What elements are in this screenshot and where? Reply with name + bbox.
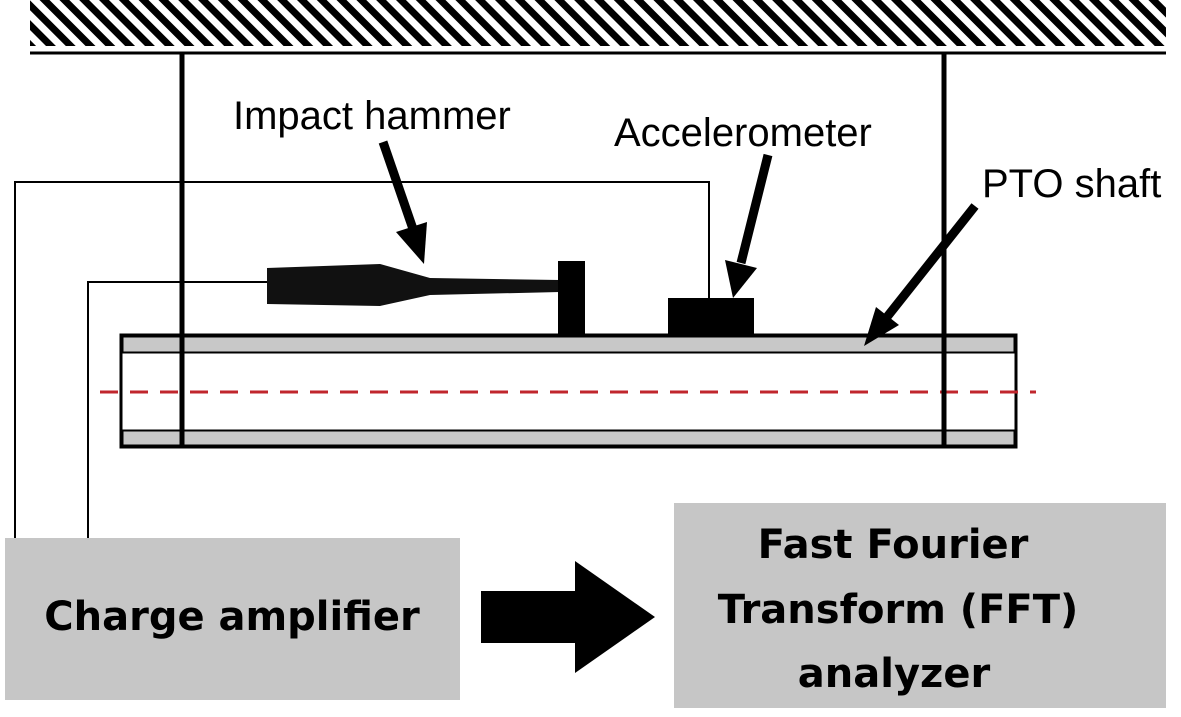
pto-shaft-arrow: [864, 203, 979, 346]
flow-arrow: [481, 561, 655, 673]
hammer-cable: [87, 281, 268, 540]
pto-shaft-label: PTO shaft: [982, 162, 1161, 206]
fft-analyzer-box: Fast Fourier Transform (FFT) analyzer: [674, 503, 1166, 708]
shaft-bottom-wall: [121, 429, 1016, 447]
impact-hammer: [267, 261, 585, 334]
fft-analyzer-line2: Transform (FFT): [718, 587, 1079, 633]
accelerometer-sensor: [668, 298, 754, 335]
fft-analyzer-line1: Fast Fourier: [758, 522, 1029, 568]
shaft-top-wall: [121, 335, 1016, 354]
charge-amplifier-label: Charge amplifier: [44, 594, 420, 640]
impact-hammer-arrow: [378, 140, 427, 264]
impact-hammer-label: Impact hammer: [233, 94, 511, 138]
accelerometer-cable: [14, 181, 710, 540]
hammer-handle: [267, 264, 560, 306]
pto-shaft: [100, 333, 1036, 449]
fft-analyzer-line3: analyzer: [798, 651, 991, 697]
charge-amplifier-box: Charge amplifier: [5, 538, 460, 700]
hammer-head: [558, 261, 585, 334]
accelerometer-label: Accelerometer: [614, 111, 872, 155]
ceiling-support: [30, 0, 1166, 55]
accelerometer-arrow: [725, 153, 773, 298]
ceiling-hatch: [30, 0, 1166, 46]
